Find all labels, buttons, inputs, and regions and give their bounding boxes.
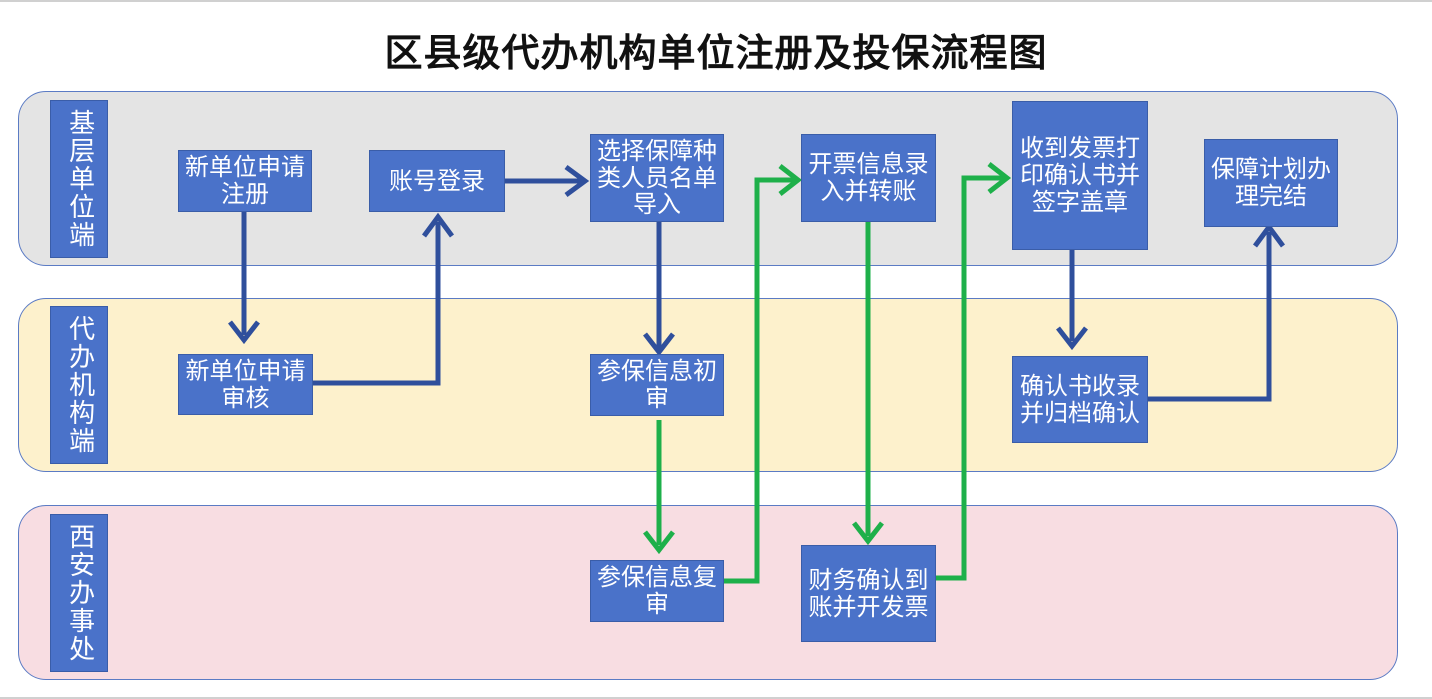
node-receive-invoice-sign: 收到发票打印确认书并签字盖章: [1012, 101, 1148, 250]
bottom-border: [0, 697, 1432, 699]
arrowhead-complete: [1252, 222, 1286, 248]
arrowhead-login: [421, 212, 455, 238]
arrowhead-receive-invoice: [987, 162, 1012, 194]
arrowhead-review: [228, 320, 260, 345]
arrowhead-archive: [1056, 326, 1088, 351]
node-new-unit-register: 新单位申请注册: [178, 150, 312, 212]
arrowhead-second-review: [643, 530, 675, 555]
node-initial-review: 参保信息初审: [590, 354, 724, 416]
arrowhead-initial-review: [643, 332, 675, 357]
lane-label-agency: 代办机构端: [50, 306, 108, 464]
arrowhead-import: [564, 164, 590, 198]
top-border: [0, 0, 1432, 2]
node-second-review: 参保信息复审: [590, 560, 724, 622]
node-select-and-import: 选择保障种类人员名单导入: [590, 134, 724, 222]
node-account-login: 账号登录: [369, 150, 505, 212]
diagram-title: 区县级代办机构单位注册及投保流程图: [384, 31, 1048, 75]
arrow-finance-to-receive-invoice: [936, 175, 1003, 581]
node-new-unit-review: 新单位申请审核: [178, 354, 313, 415]
node-finance-confirm: 财务确认到账并开发票: [801, 545, 936, 642]
arrowhead-invoice-info: [778, 164, 803, 196]
node-plan-complete: 保障计划办理完结: [1204, 139, 1338, 227]
arrowhead-finance: [852, 521, 884, 546]
arrow-second-review-to-invoice-info: [724, 177, 794, 584]
node-archive-confirm: 确认书收录并归档确认: [1012, 356, 1148, 443]
node-invoice-info-transfer: 开票信息录入并转账: [801, 134, 936, 222]
arrow-archive-to-complete: [1148, 232, 1272, 402]
arrow-review-to-login: [313, 222, 441, 386]
lane-label-grassroots-unit: 基层单位端: [50, 100, 108, 258]
lane-label-xian-office: 西安办事处: [50, 514, 108, 672]
